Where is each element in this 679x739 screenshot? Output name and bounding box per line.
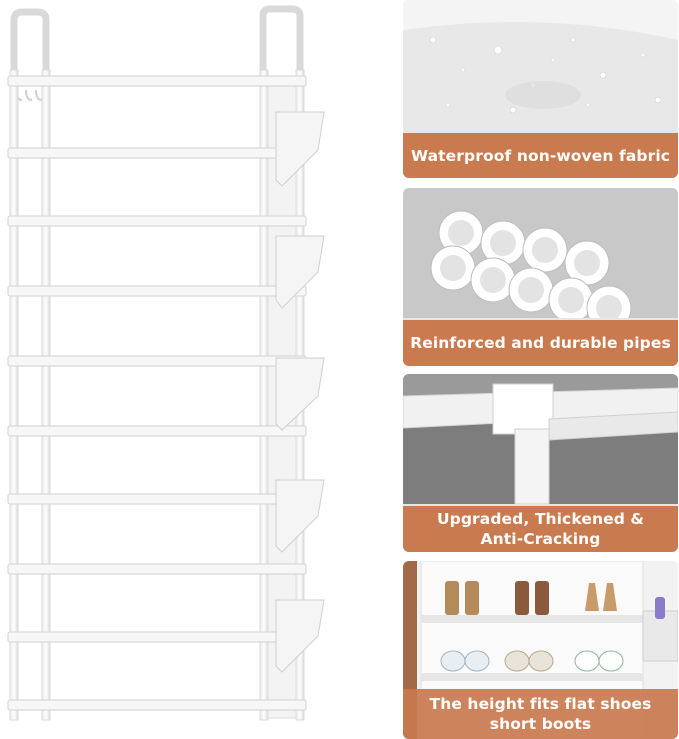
shoe-rack-image (7, 5, 325, 721)
feature-panel-pipes: Reinforced and durable pipes (403, 188, 678, 366)
fabric-photo (403, 0, 678, 130)
joint-photo (403, 374, 678, 504)
feature-panel-joint: Upgraded, Thickened & Anti-Cracking (403, 374, 678, 552)
feature-caption-height: The height fits flat shoes short boots (403, 689, 678, 739)
pipes-photo (403, 188, 678, 318)
feature-caption-fabric: Waterproof non-woven fabric (403, 133, 678, 178)
feature-caption-joint: Upgraded, Thickened & Anti-Cracking (403, 506, 678, 552)
feature-panel-height: The height fits flat shoes short boots (403, 561, 678, 739)
feature-caption-pipes: Reinforced and durable pipes (403, 320, 678, 366)
feature-panel-fabric: Waterproof non-woven fabric (403, 0, 678, 178)
